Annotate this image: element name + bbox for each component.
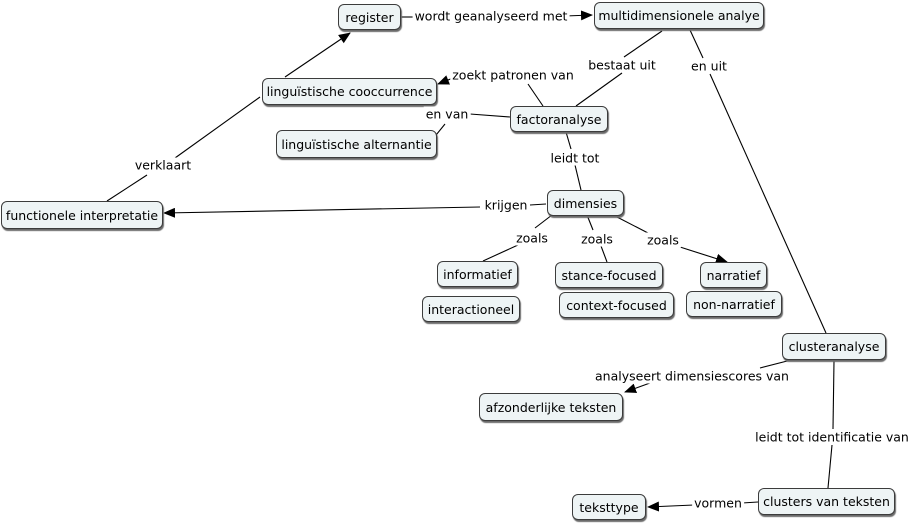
link-label-zoekt-patronen-van: zoekt patronen van	[450, 67, 576, 83]
edge-bestaat-to-factor	[575, 72, 623, 107]
node-clusters-van-teksten[interactable]: clusters van teksten	[758, 488, 895, 515]
edge-verklaart-to-cooc	[174, 96, 261, 159]
edge-leidt-to-dim	[574, 164, 582, 191]
edge-dim-to-zoals2	[586, 214, 594, 231]
edge-mda-to-enuit	[689, 29, 704, 59]
link-label-zoals-narratief: zoals	[645, 232, 681, 248]
node-informatief[interactable]: informatief	[437, 261, 518, 287]
link-label-en-uit: en uit	[689, 58, 729, 74]
link-label-zoals-informatief: zoals	[514, 230, 550, 246]
link-label-krijgen: krijgen	[482, 197, 530, 213]
node-context-focused[interactable]: context-focused	[559, 292, 674, 318]
node-afzonderlijke-teksten[interactable]: afzonderlijke teksten	[479, 393, 623, 421]
node-factoranalyse[interactable]: factoranalyse	[510, 106, 608, 132]
link-label-leidt-tot: leidt tot	[548, 150, 602, 166]
edge-enuit-to-cluster	[709, 73, 827, 334]
edge-zoals1-to-info	[482, 244, 519, 262]
node-interactioneel[interactable]: interactioneel	[422, 296, 520, 322]
edge-dim-to-zoals3	[616, 216, 649, 234]
edge-factor-to-envan	[469, 113, 511, 118]
node-teksttype[interactable]: teksttype	[572, 494, 646, 520]
node-functionele-interpretatie[interactable]: functionele interpretatie	[1, 201, 163, 229]
link-label-zoals-stance: zoals	[579, 231, 615, 247]
edge-identificatie-to-clusters	[827, 444, 833, 489]
edge-factor-to-zoekt	[527, 83, 544, 107]
link-label-analyseert-dimensiescores-van: analyseert dimensiescores van	[593, 368, 791, 384]
link-label-bestaat-uit: bestaat uit	[586, 57, 658, 73]
edge-mda-to-bestaat	[623, 30, 663, 58]
edge-dim-to-krijgen	[529, 203, 547, 206]
node-narratief[interactable]: narratief	[700, 262, 767, 288]
node-stance-focused[interactable]: stance-focused	[555, 262, 663, 288]
node-multidimensionele-analye[interactable]: multidimensionele analye	[594, 2, 764, 29]
link-label-wordt-geanalyseerd-met: wordt geanalyseerd met	[412, 8, 570, 24]
node-linguistische-cooccurrence[interactable]: linguïstische cooccurrence	[262, 78, 437, 105]
edge-analyseert-to-afz	[624, 382, 651, 393]
edge-label-to-mda	[564, 10, 593, 21]
edge-zoals3-to-narr	[679, 246, 728, 264]
link-label-verklaart: verklaart	[132, 157, 194, 173]
edge-krijgen-to-func	[163, 206, 481, 218]
edge-factor-to-leidt	[565, 131, 572, 150]
node-clusteranalyse[interactable]: clusteranalyse	[782, 333, 886, 360]
link-label-vormen: vormen	[692, 495, 744, 511]
node-register[interactable]: register	[338, 4, 401, 30]
node-linguistische-alternantie[interactable]: linguïstische alternantie	[276, 130, 437, 158]
edge-cluster-to-identificatie	[832, 360, 835, 430]
link-label-leidt-tot-identificatie-van: leidt tot identificatie van	[753, 429, 908, 445]
node-non-narratief[interactable]: non-narratief	[686, 291, 782, 317]
edge-clusters-to-vormen	[741, 501, 759, 504]
edge-dim-to-zoals1	[534, 214, 553, 229]
node-dimensies[interactable]: dimensies	[547, 190, 624, 216]
edge-cooc-to-register	[284, 32, 351, 78]
edge-func-to-verklaart	[106, 174, 148, 202]
edge-vormen-to-tekstype	[647, 501, 695, 512]
edge-cluster-to-analyseert	[759, 358, 796, 369]
link-label-en-van: en van	[423, 106, 471, 122]
edge-zoals2-to-stance	[600, 245, 608, 263]
